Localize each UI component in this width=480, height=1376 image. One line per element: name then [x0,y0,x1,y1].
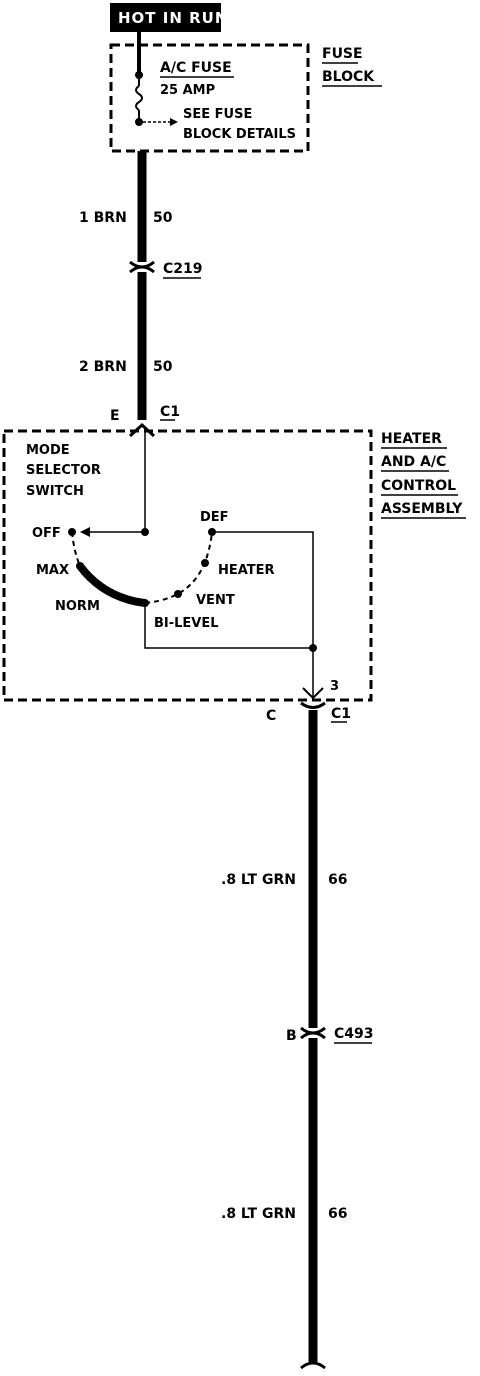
switch-arc-max-norm [76,563,146,607]
switch-pos-max: MAX [36,563,69,578]
wire-3-circuit: 66 [328,872,347,888]
norm-output-wire [144,603,313,649]
switch-title-1: MODE [26,443,70,458]
wire-2-circuit: 50 [153,359,173,375]
c1-bottom-name: C1 [331,706,351,722]
def-output-wire [212,531,314,648]
fuse-bottom-node [135,118,143,126]
off-arrow-head [80,527,90,537]
switch-arc-off-max [71,531,81,567]
c1-bottom-pin: C [266,708,276,724]
fuse-symbol [135,85,143,111]
assembly-title-4: ASSEMBLY [381,501,463,517]
max-contact [76,562,84,570]
wire-1-label: 1 BRN [79,210,127,226]
fuse-rating: 25 AMP [160,83,215,98]
c1-bottom-connector [300,701,326,709]
fuse-block-outline [109,43,310,153]
c1-top-name: C1 [160,404,180,420]
wire-1-circuit: 50 [153,210,173,226]
switch-title-3: SWITCH [26,484,84,499]
switch-arc-norm-def [144,531,213,604]
switch-pos-off: OFF [32,526,61,541]
switch-title-2: SELECTOR [26,463,101,478]
assembly-title-1: HEATER [381,431,442,447]
wire-3-label: .8 LT GRN [221,872,296,888]
c219-connector-bottom [129,265,155,274]
c1-top-pin: E [110,408,120,424]
details-arrow-head [170,118,178,126]
power-banner [110,3,221,32]
vent-contact [174,590,182,598]
c1-bottom-terminal: 3 [330,679,339,694]
switch-pos-bilevel: BI-LEVEL [154,616,219,631]
switch-pos-def: DEF [200,510,229,525]
fuse-block-title-1: FUSE [322,46,363,62]
fuse-block-title-2: BLOCK [322,69,375,85]
assembly-outline [2,429,373,702]
c219-label: C219 [163,261,203,277]
switch-pos-norm: NORM [55,599,100,614]
fuse-name: A/C FUSE [160,60,232,76]
details-note-1: SEE FUSE [183,107,252,122]
switch-pos-vent: VENT [196,593,235,608]
switch-pos-heater: HEATER [218,563,275,578]
c493-pin: B [286,1028,297,1044]
details-note-2: BLOCK DETAILS [183,127,296,142]
wire-4-circuit: 66 [328,1206,347,1222]
c493-connector-bottom [300,1031,326,1040]
power-banner-text: HOT IN RUN [118,9,228,27]
wire-2-label: 2 BRN [79,359,127,375]
c493-label: C493 [334,1026,374,1042]
wire-break-mark [300,1361,326,1370]
heater-contact [201,559,209,567]
c1-bottom-arrow [302,687,324,700]
assembly-title-2: AND A/C [381,454,446,470]
assembly-title-3: CONTROL [381,478,456,494]
wire-4-label: .8 LT GRN [221,1206,296,1222]
